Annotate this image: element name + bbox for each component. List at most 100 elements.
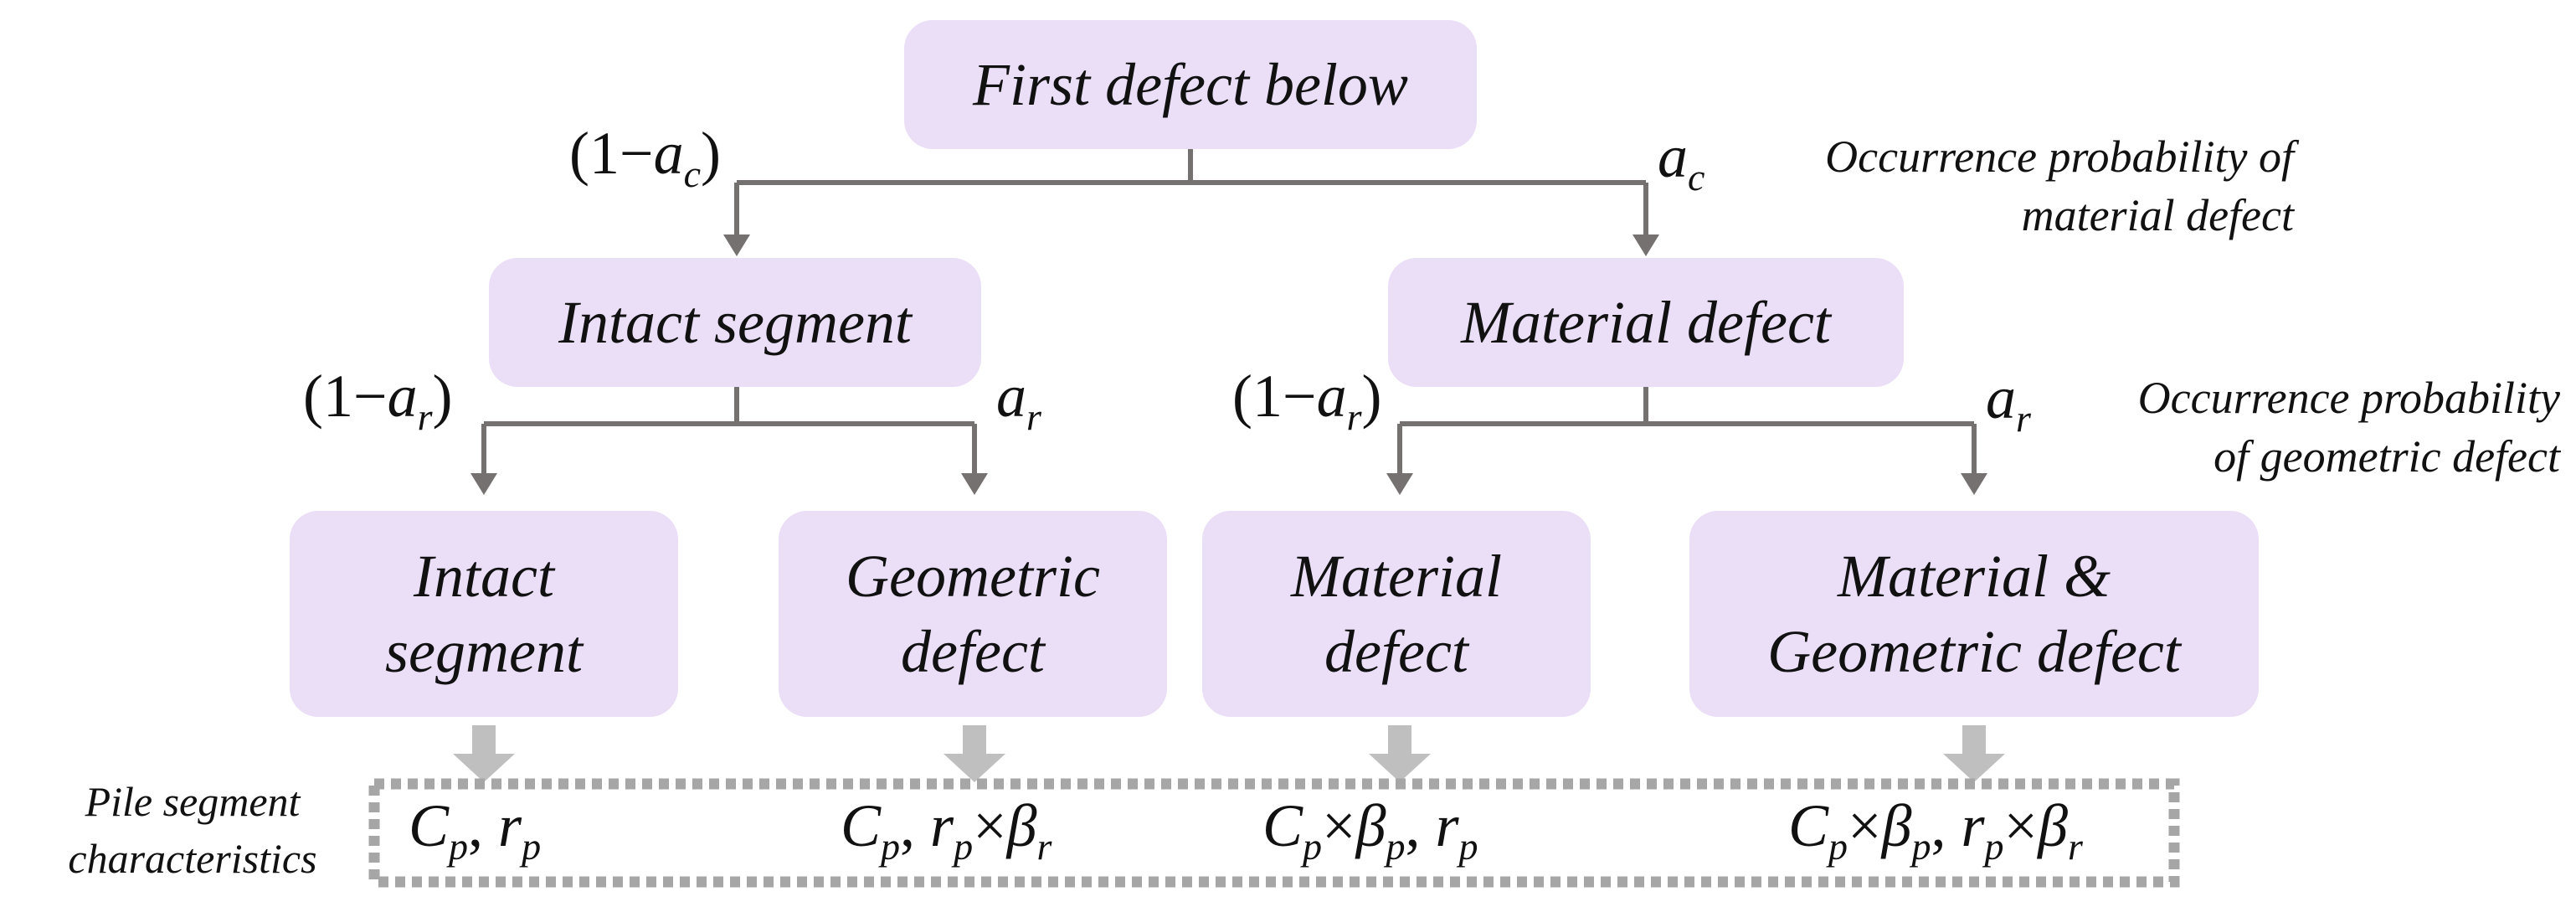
sub-p: p — [522, 825, 542, 868]
prob-prefix: (1− — [303, 363, 388, 430]
times: × — [1848, 792, 1882, 859]
symbol-r: r — [1961, 792, 1985, 859]
symbol-beta: β — [1006, 792, 1037, 859]
symbol-r: r — [930, 792, 954, 859]
sub-p: p — [1303, 825, 1323, 868]
symbol-beta: β — [2038, 792, 2068, 859]
comma: , — [468, 792, 484, 859]
node-intact-segment-l2-label: Intact segment — [558, 289, 912, 356]
prob-subscript: c — [683, 152, 702, 195]
node-intact-segment-l2: Intact segment — [489, 258, 981, 387]
symbol-r: r — [498, 792, 522, 859]
comma: , — [1405, 792, 1421, 859]
prob-symbol: a — [996, 363, 1026, 430]
node-material-geometric-defect-l3: Material & Geometric defect — [1689, 511, 2259, 717]
prob-one-minus-ar-right: (1−ar) — [1232, 362, 1382, 436]
note-line: material defect — [2021, 190, 2294, 241]
symbol-r: r — [1435, 792, 1459, 859]
node-matgeo-l3-line1: Material & — [1838, 543, 2111, 610]
connector-root-split — [734, 149, 1648, 236]
sub-p: p — [1984, 825, 2004, 868]
char-material-geometric: Cp×βp, rp×βr — [1788, 791, 2083, 866]
prob-subscript: r — [417, 395, 433, 438]
prob-subscript: r — [2016, 397, 2031, 440]
connector-material-split — [1397, 387, 1977, 475]
prob-symbol: a — [1986, 364, 2016, 431]
symbol-beta: β — [1355, 792, 1386, 859]
char-geometric: Cp, rp×βr — [841, 791, 1051, 866]
node-intact-segment-l3: Intact segment — [290, 511, 678, 717]
connector-intact-split — [481, 387, 977, 475]
arrowhead-to-material-l3 — [1386, 473, 1413, 495]
prob-symbol: a — [387, 363, 418, 430]
prob-ar-right: ar — [1986, 363, 2031, 438]
arrowhead-to-material-l2 — [1632, 234, 1659, 256]
node-first-defect-below: First defect below — [904, 20, 1477, 149]
prob-subscript: c — [1688, 156, 1705, 198]
pile-segment-characteristics-label: Pile segment characteristics — [17, 774, 368, 887]
prob-subscript: r — [1026, 395, 1041, 438]
sub-p: p — [449, 825, 469, 868]
sub-r: r — [1036, 825, 1052, 868]
prob-suffix: ) — [1361, 363, 1382, 430]
block-arrows — [453, 725, 2005, 782]
node-material-defect-l3: Material defect — [1202, 511, 1591, 717]
comma: , — [1931, 792, 1946, 859]
prob-ac: ac — [1658, 122, 1704, 197]
node-geometric-l3-line2: defect — [901, 618, 1045, 685]
comma: , — [900, 792, 916, 859]
sub-p: p — [1386, 825, 1406, 868]
char-material: Cp×βp, rp — [1262, 791, 1478, 866]
node-material-defect-l2-label: Material defect — [1461, 289, 1831, 356]
times: × — [2003, 792, 2039, 859]
symbol-C: C — [841, 792, 882, 859]
prob-ar-left: ar — [996, 362, 1041, 436]
side-label-line: Pile segment — [85, 778, 301, 825]
prob-one-minus-ar-left: (1−ar) — [303, 362, 452, 436]
node-geometric-defect-l3: Geometric defect — [779, 511, 1167, 717]
prob-symbol: a — [653, 120, 684, 187]
sub-p: p — [881, 825, 901, 868]
prob-subscript: r — [1346, 395, 1362, 438]
note-line: Occurrence probability of — [1825, 131, 2294, 182]
prob-symbol: a — [1658, 123, 1688, 190]
node-material-l3-line1: Material — [1291, 543, 1502, 610]
sub-p: p — [1911, 825, 1931, 868]
tree-connectors — [481, 149, 1977, 475]
node-material-l3-line2: defect — [1324, 618, 1468, 685]
prob-one-minus-ac: (1−ac) — [569, 119, 721, 193]
sub-p: p — [1828, 825, 1848, 868]
prob-prefix: (1− — [1232, 363, 1317, 430]
characteristics-dotted-box — [368, 778, 2180, 888]
block-arrow-4 — [1943, 725, 2005, 782]
arrowhead-to-intact-l3 — [470, 473, 497, 495]
node-intact-l3-line1: Intact — [414, 543, 554, 610]
symbol-C: C — [1262, 792, 1303, 859]
node-material-defect-l2: Material defect — [1388, 258, 1904, 387]
sub-p: p — [954, 825, 974, 868]
prob-prefix: (1− — [569, 120, 654, 187]
node-first-defect-below-label: First defect below — [973, 51, 1408, 118]
note-line: Occurrence probability — [2137, 373, 2560, 423]
arrowhead-to-intact-l2 — [723, 234, 750, 256]
node-intact-l3-line2: segment — [385, 618, 583, 685]
note-geometric-defect-probability: Occurrence probability of geometric defe… — [2061, 368, 2560, 486]
node-geometric-l3-line1: Geometric — [846, 543, 1100, 610]
prob-suffix: ) — [701, 120, 721, 187]
sub-r: r — [2068, 825, 2083, 868]
prob-symbol: a — [1316, 363, 1347, 430]
times: × — [1322, 792, 1356, 859]
side-label-line: characteristics — [68, 834, 317, 882]
symbol-beta: β — [1881, 792, 1912, 859]
note-line: of geometric defect — [2214, 431, 2560, 482]
char-intact: Cp, rp — [409, 791, 541, 866]
symbol-C: C — [409, 792, 450, 859]
arrowheads — [470, 234, 1987, 495]
block-arrow-1 — [453, 725, 515, 782]
times: × — [973, 792, 1007, 859]
block-arrow-3 — [1369, 725, 1431, 782]
note-material-defect-probability: Occurrence probability of material defec… — [1736, 127, 2294, 245]
symbol-C: C — [1788, 792, 1829, 859]
sub-p: p — [1458, 825, 1478, 868]
